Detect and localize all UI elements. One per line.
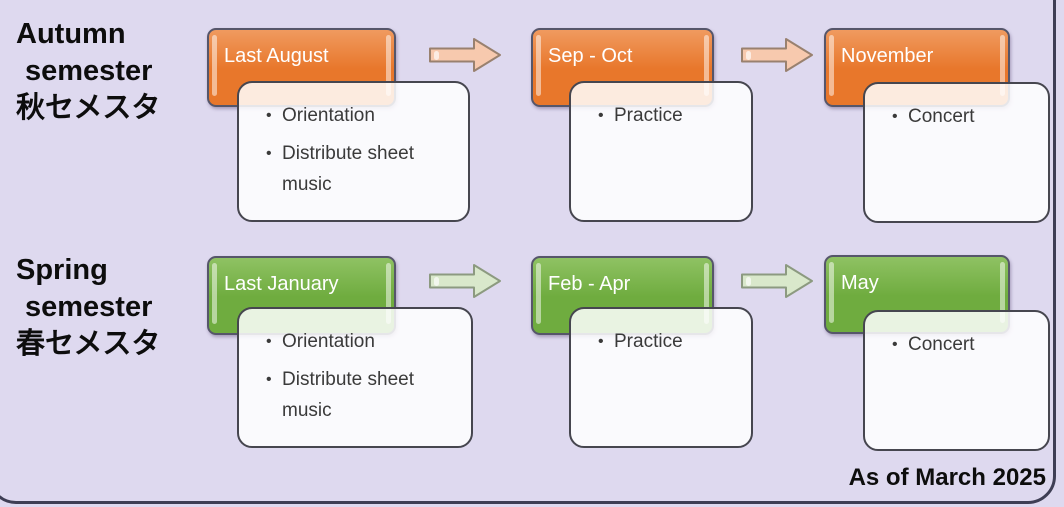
activity-list: Practice: [597, 100, 741, 131]
activity-card: Orientation Distribute sheet music: [237, 307, 473, 448]
activity-item: Orientation: [265, 100, 454, 131]
activity-list: Practice: [597, 326, 741, 357]
activity-item: Practice: [597, 100, 741, 131]
activity-card: Concert: [863, 82, 1050, 223]
row-label-line: 春セメスタ: [16, 328, 161, 360]
row-label-line: semester: [25, 55, 153, 87]
activity-list: Concert: [891, 329, 1038, 360]
flow-arrow-icon: [741, 38, 813, 72]
row-label-line: Autumn: [16, 18, 126, 50]
row-label-line: 秋セメスタ: [16, 92, 161, 124]
flow-arrow-icon: [741, 264, 813, 298]
period-label: Last August: [224, 45, 329, 67]
activity-list: Orientation Distribute sheet music: [265, 326, 461, 426]
as-of-note: As of March 2025: [848, 464, 1046, 491]
period-label: Sep - Oct: [548, 45, 633, 67]
autumn-row-label: Autumn semester 秋セメスタ: [16, 16, 160, 127]
flow-arrow-icon: [429, 38, 501, 72]
activity-item: Concert: [891, 101, 1038, 132]
flow-arrow-icon: [429, 264, 501, 298]
row-label-line: Spring: [16, 254, 108, 286]
spring-row-label: Spring semester 春セメスタ: [16, 252, 160, 363]
activity-list: Orientation Distribute sheet music: [265, 100, 458, 200]
activity-item: Practice: [597, 326, 741, 357]
activity-card: Orientation Distribute sheet music: [237, 81, 470, 222]
period-label: November: [841, 45, 934, 67]
activity-item: Orientation: [265, 326, 454, 357]
period-label: May: [841, 272, 879, 294]
activity-card: Practice: [569, 307, 753, 448]
period-label: Last January: [224, 273, 339, 295]
activity-item: Concert: [891, 329, 1038, 360]
activity-item: Distribute sheet music: [265, 138, 454, 200]
activity-card: Concert: [863, 310, 1050, 451]
row-label-line: semester: [25, 291, 153, 323]
activity-card: Practice: [569, 81, 753, 222]
activity-list: Concert: [891, 101, 1038, 132]
period-label: Feb - Apr: [548, 273, 631, 295]
activity-item: Distribute sheet music: [265, 364, 454, 426]
